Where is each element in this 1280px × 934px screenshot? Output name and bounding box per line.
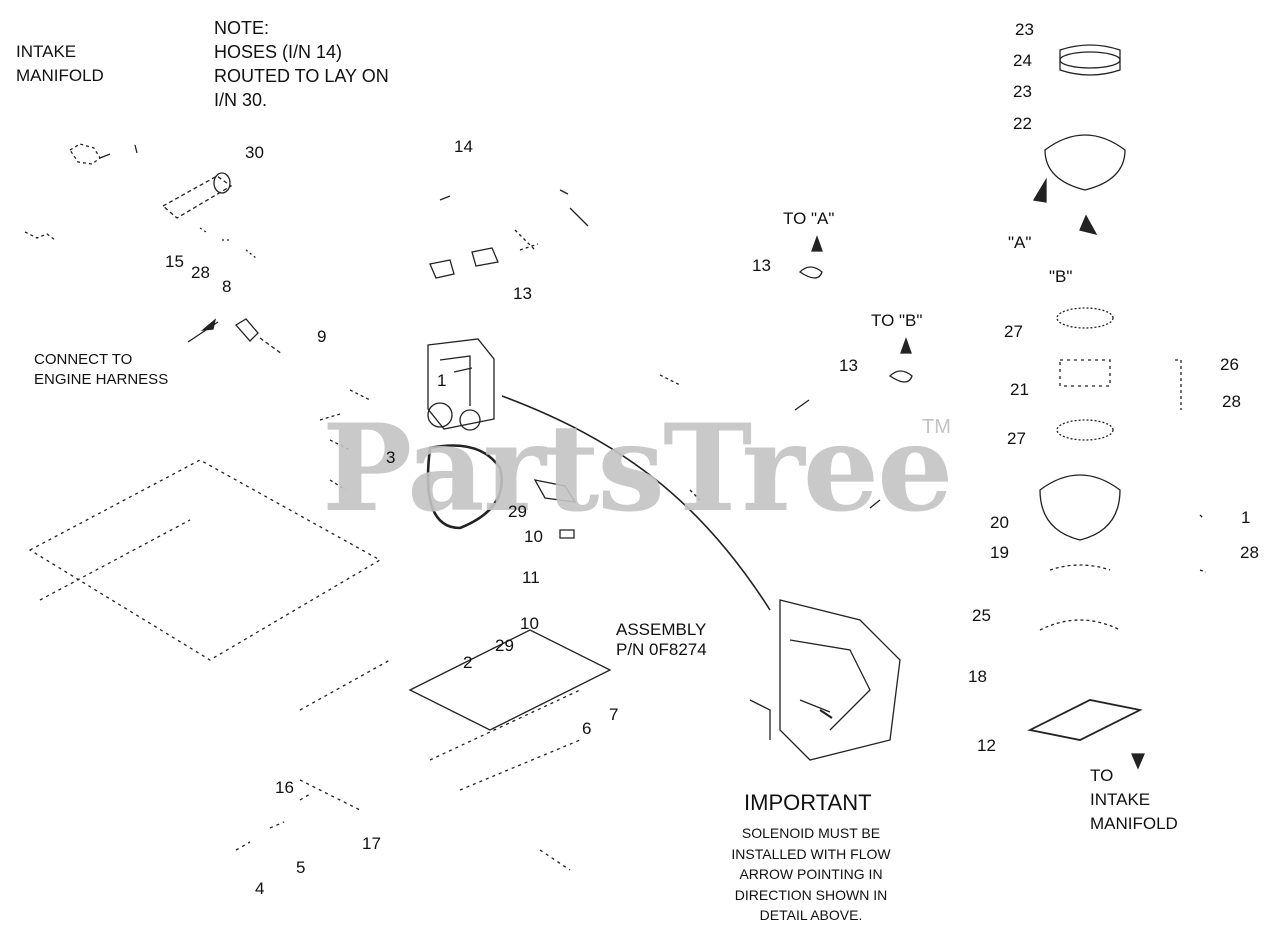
callout-18: 18 <box>968 667 987 686</box>
arrow-to-a-drawing <box>811 235 823 252</box>
callout-9: 9 <box>317 327 327 346</box>
callout-1: 1 <box>1241 508 1251 527</box>
connect-engine-harness-label: CONNECT TO ENGINE HARNESS <box>34 351 169 388</box>
to-intake-manifold-label: TO INTAKE MANIFOLD <box>1090 766 1178 833</box>
callout-2: 2 <box>463 653 473 672</box>
wire-drawing <box>501 395 771 611</box>
detail-b-label: "B" <box>1049 267 1073 286</box>
hoses-14-drawing <box>429 189 589 279</box>
intake-manifold-label: INTAKE MANIFOLD <box>16 42 104 85</box>
hoses-note: NOTE: HOSES (I/N 14) ROUTED TO LAY ON I/… <box>214 18 389 110</box>
mounting-plates-drawing <box>28 459 612 871</box>
callout-13: 13 <box>513 284 532 303</box>
to-b-label: TO "B" <box>871 311 923 330</box>
callout-3: 3 <box>386 448 396 467</box>
callout-22: 22 <box>1013 114 1032 133</box>
callout-15: 15 <box>165 252 184 271</box>
callout-30: 30 <box>245 143 264 162</box>
important-title: IMPORTANT <box>744 790 872 815</box>
callout-7: 7 <box>609 705 619 724</box>
callout-20: 20 <box>990 513 1009 532</box>
hose-30-drawing <box>161 172 257 259</box>
callout-29: 29 <box>495 636 514 655</box>
main-solenoid-drawing <box>749 599 901 761</box>
callout-29: 29 <box>508 502 527 521</box>
trademark-symbol: TM <box>922 416 951 438</box>
callout-10: 10 <box>524 527 543 546</box>
fittings-13-drawing <box>659 266 913 509</box>
callout-27: 27 <box>1004 322 1023 341</box>
right-stack-drawing <box>1027 44 1207 770</box>
callout-24: 24 <box>1013 51 1032 70</box>
callout-23: 23 <box>1015 20 1034 39</box>
intake-fitting-drawing <box>24 143 138 241</box>
callout-1: 1 <box>437 371 447 390</box>
arrow-to-b-drawing <box>900 337 912 354</box>
assembly-label: ASSEMBLY P/N 0F8274 <box>616 620 707 659</box>
to-a-label: TO "A" <box>783 209 835 228</box>
solenoid-assembly-drawing <box>319 338 577 539</box>
detail-a-label: "A" <box>1008 233 1032 252</box>
callout-4: 4 <box>255 879 265 898</box>
callout-25: 25 <box>972 606 991 625</box>
callout-28: 28 <box>191 263 210 282</box>
callout-27: 27 <box>1007 429 1026 448</box>
callout-13: 13 <box>839 356 858 375</box>
callout-17: 17 <box>362 834 381 853</box>
callout-12: 12 <box>977 736 996 755</box>
important-body: SOLENOID MUST BE INSTALLED WITH FLOW ARR… <box>731 825 891 923</box>
callout-23: 23 <box>1013 82 1032 101</box>
callout-14: 14 <box>454 137 473 156</box>
callout-10: 10 <box>520 614 539 633</box>
callout-16: 16 <box>275 778 294 797</box>
callout-8: 8 <box>222 277 232 296</box>
callout-5: 5 <box>296 858 306 877</box>
callout-6: 6 <box>582 719 592 738</box>
callout-28: 28 <box>1240 543 1259 562</box>
callout-21: 21 <box>1010 380 1029 399</box>
callout-13: 13 <box>752 256 771 275</box>
callout-28: 28 <box>1222 392 1241 411</box>
connector-9-drawing <box>187 318 283 355</box>
callout-26: 26 <box>1220 355 1239 374</box>
partstree-watermark: PartsTree <box>322 398 953 539</box>
callout-11: 11 <box>522 568 540 587</box>
callout-19: 19 <box>990 543 1009 562</box>
